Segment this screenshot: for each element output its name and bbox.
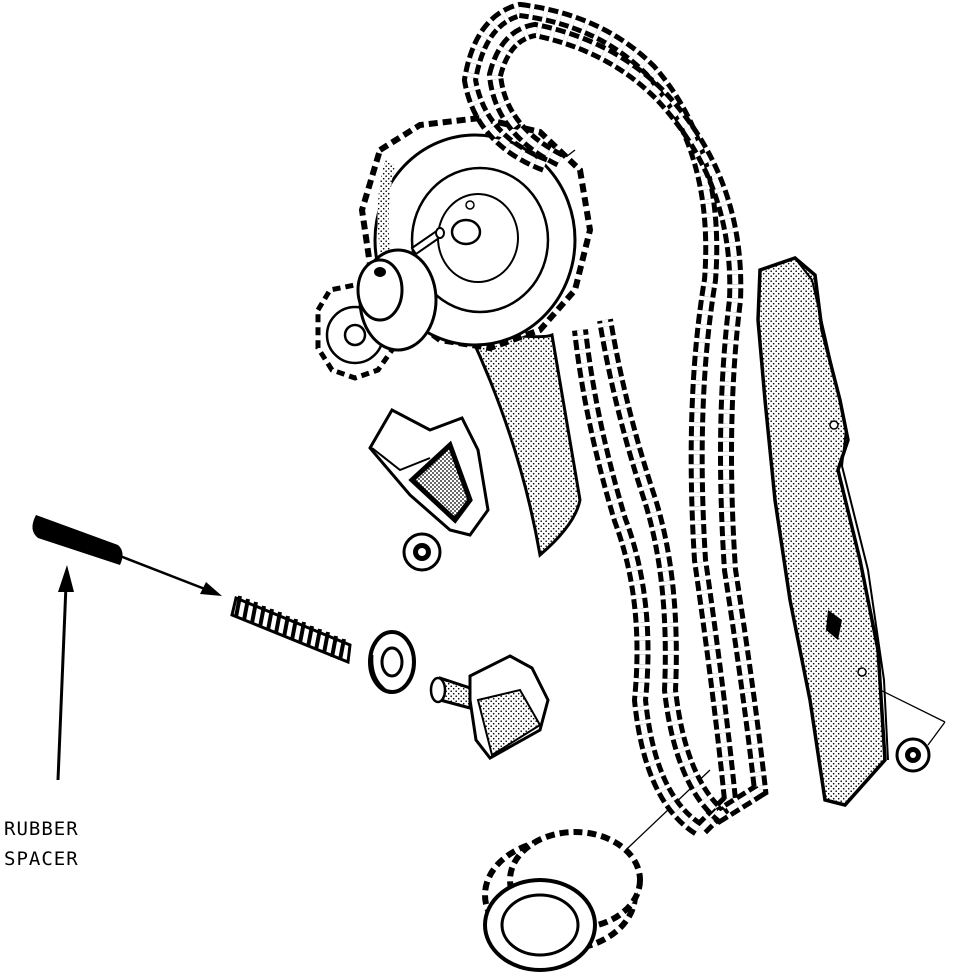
guide-bolt-hole	[857, 667, 867, 677]
rubber-spacer	[32, 515, 123, 565]
guide-bolt-hole	[829, 420, 839, 430]
nut	[895, 737, 931, 773]
tensioner-guide-rail	[465, 328, 582, 558]
installation-arrow	[119, 554, 222, 596]
sprocket-hub	[356, 248, 438, 352]
timing-chain	[461, 1, 769, 841]
nut	[402, 532, 442, 572]
tensioner-plunger	[429, 654, 550, 760]
fixed-chain-guide-edge	[794, 257, 889, 761]
guide-stud	[826, 610, 842, 640]
rubber-spacer-label-line1: RUBBER	[4, 818, 79, 840]
tensioner-spring	[230, 595, 352, 665]
crankshaft-sprocket	[482, 829, 643, 972]
tensioner-bracket	[368, 408, 490, 537]
rubber-spacer-label-line2: SPACER	[4, 848, 79, 870]
washer	[368, 630, 416, 694]
locating-dowel	[410, 227, 445, 256]
callout-arrow	[56, 565, 74, 781]
fixed-chain-guide	[756, 256, 887, 807]
